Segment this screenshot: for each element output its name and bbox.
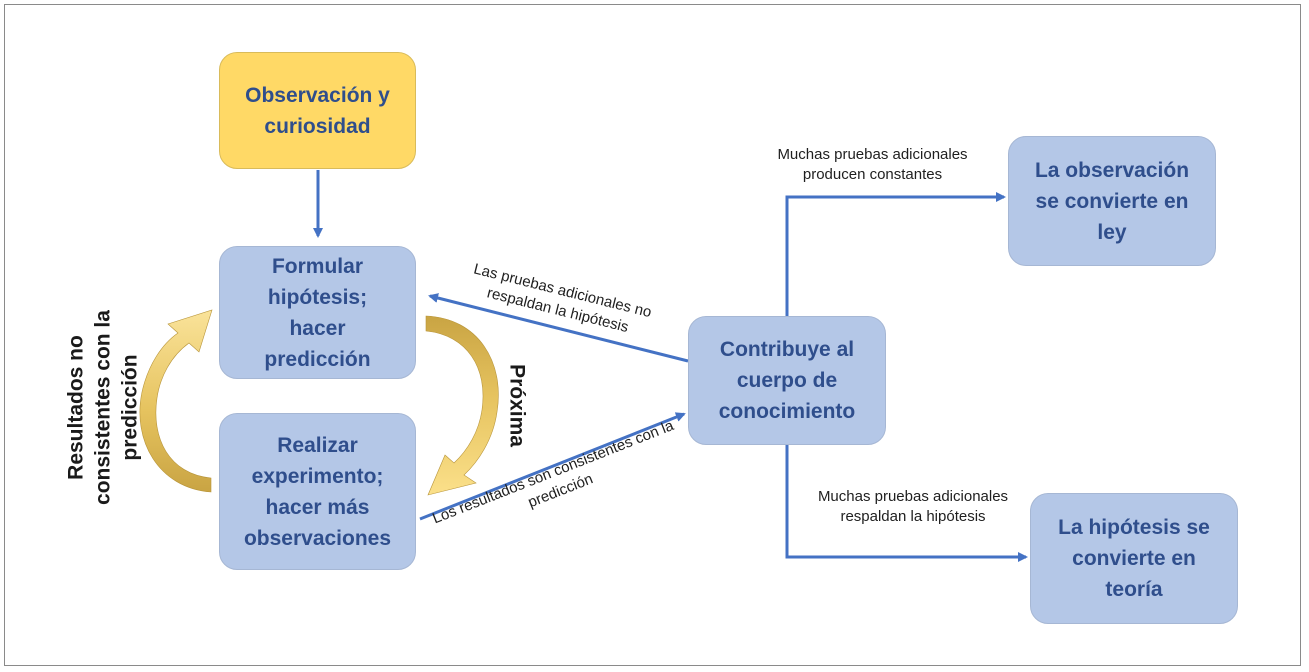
- cycle-arrow-left: [139, 309, 213, 493]
- arrow-knowledge-to-law: [785, 192, 1006, 316]
- label-to-law: Muchas pruebas adicionales producen cons…: [750, 145, 995, 185]
- label-to-theory-text: Muchas pruebas adicionales respaldan la …: [817, 488, 1009, 525]
- node-knowledge-text: Contribuye al cuerpo de conocimiento: [718, 338, 856, 423]
- arrow-knowledge-to-hypothesis: [428, 293, 689, 363]
- cycle-arrow-right: [425, 315, 499, 496]
- node-hypothesis: Formular hipótesis; hacer predicción: [219, 246, 416, 379]
- label-next: Próxima: [504, 351, 531, 461]
- node-law-text: La observación se convierte en ley: [1034, 158, 1190, 244]
- node-law: La observación se convierte en ley: [1008, 136, 1216, 266]
- node-observation: Observación y curiosidad: [219, 52, 416, 169]
- label-next-text: Próxima: [505, 364, 529, 447]
- label-left-cycle: Resultados no consistentes con la predic…: [63, 288, 144, 528]
- label-to-theory: Muchas pruebas adicionales respaldan la …: [790, 487, 1036, 527]
- label-left-cycle-text: Resultados no consistentes con la predic…: [64, 310, 142, 505]
- node-theory-text: La hipótesis se convierte en teoría: [1058, 516, 1210, 601]
- arrow-experiment-to-knowledge: [419, 412, 686, 521]
- node-theory: La hipótesis se convierte en teoría: [1030, 493, 1238, 624]
- diagram-frame: [4, 4, 1301, 666]
- label-to-law-text: Muchas pruebas adicionales producen cons…: [777, 146, 968, 183]
- node-knowledge: Contribuye al cuerpo de conocimiento: [688, 316, 886, 445]
- node-observation-text: Observación y curiosidad: [245, 83, 390, 138]
- arrow-knowledge-to-theory: [785, 445, 1028, 562]
- node-experiment: Realizar experimento; hacer más observac…: [219, 413, 416, 570]
- node-hypothesis-text: Formular hipótesis; hacer predicción: [264, 254, 371, 371]
- node-experiment-text: Realizar experimento; hacer más observac…: [243, 433, 392, 550]
